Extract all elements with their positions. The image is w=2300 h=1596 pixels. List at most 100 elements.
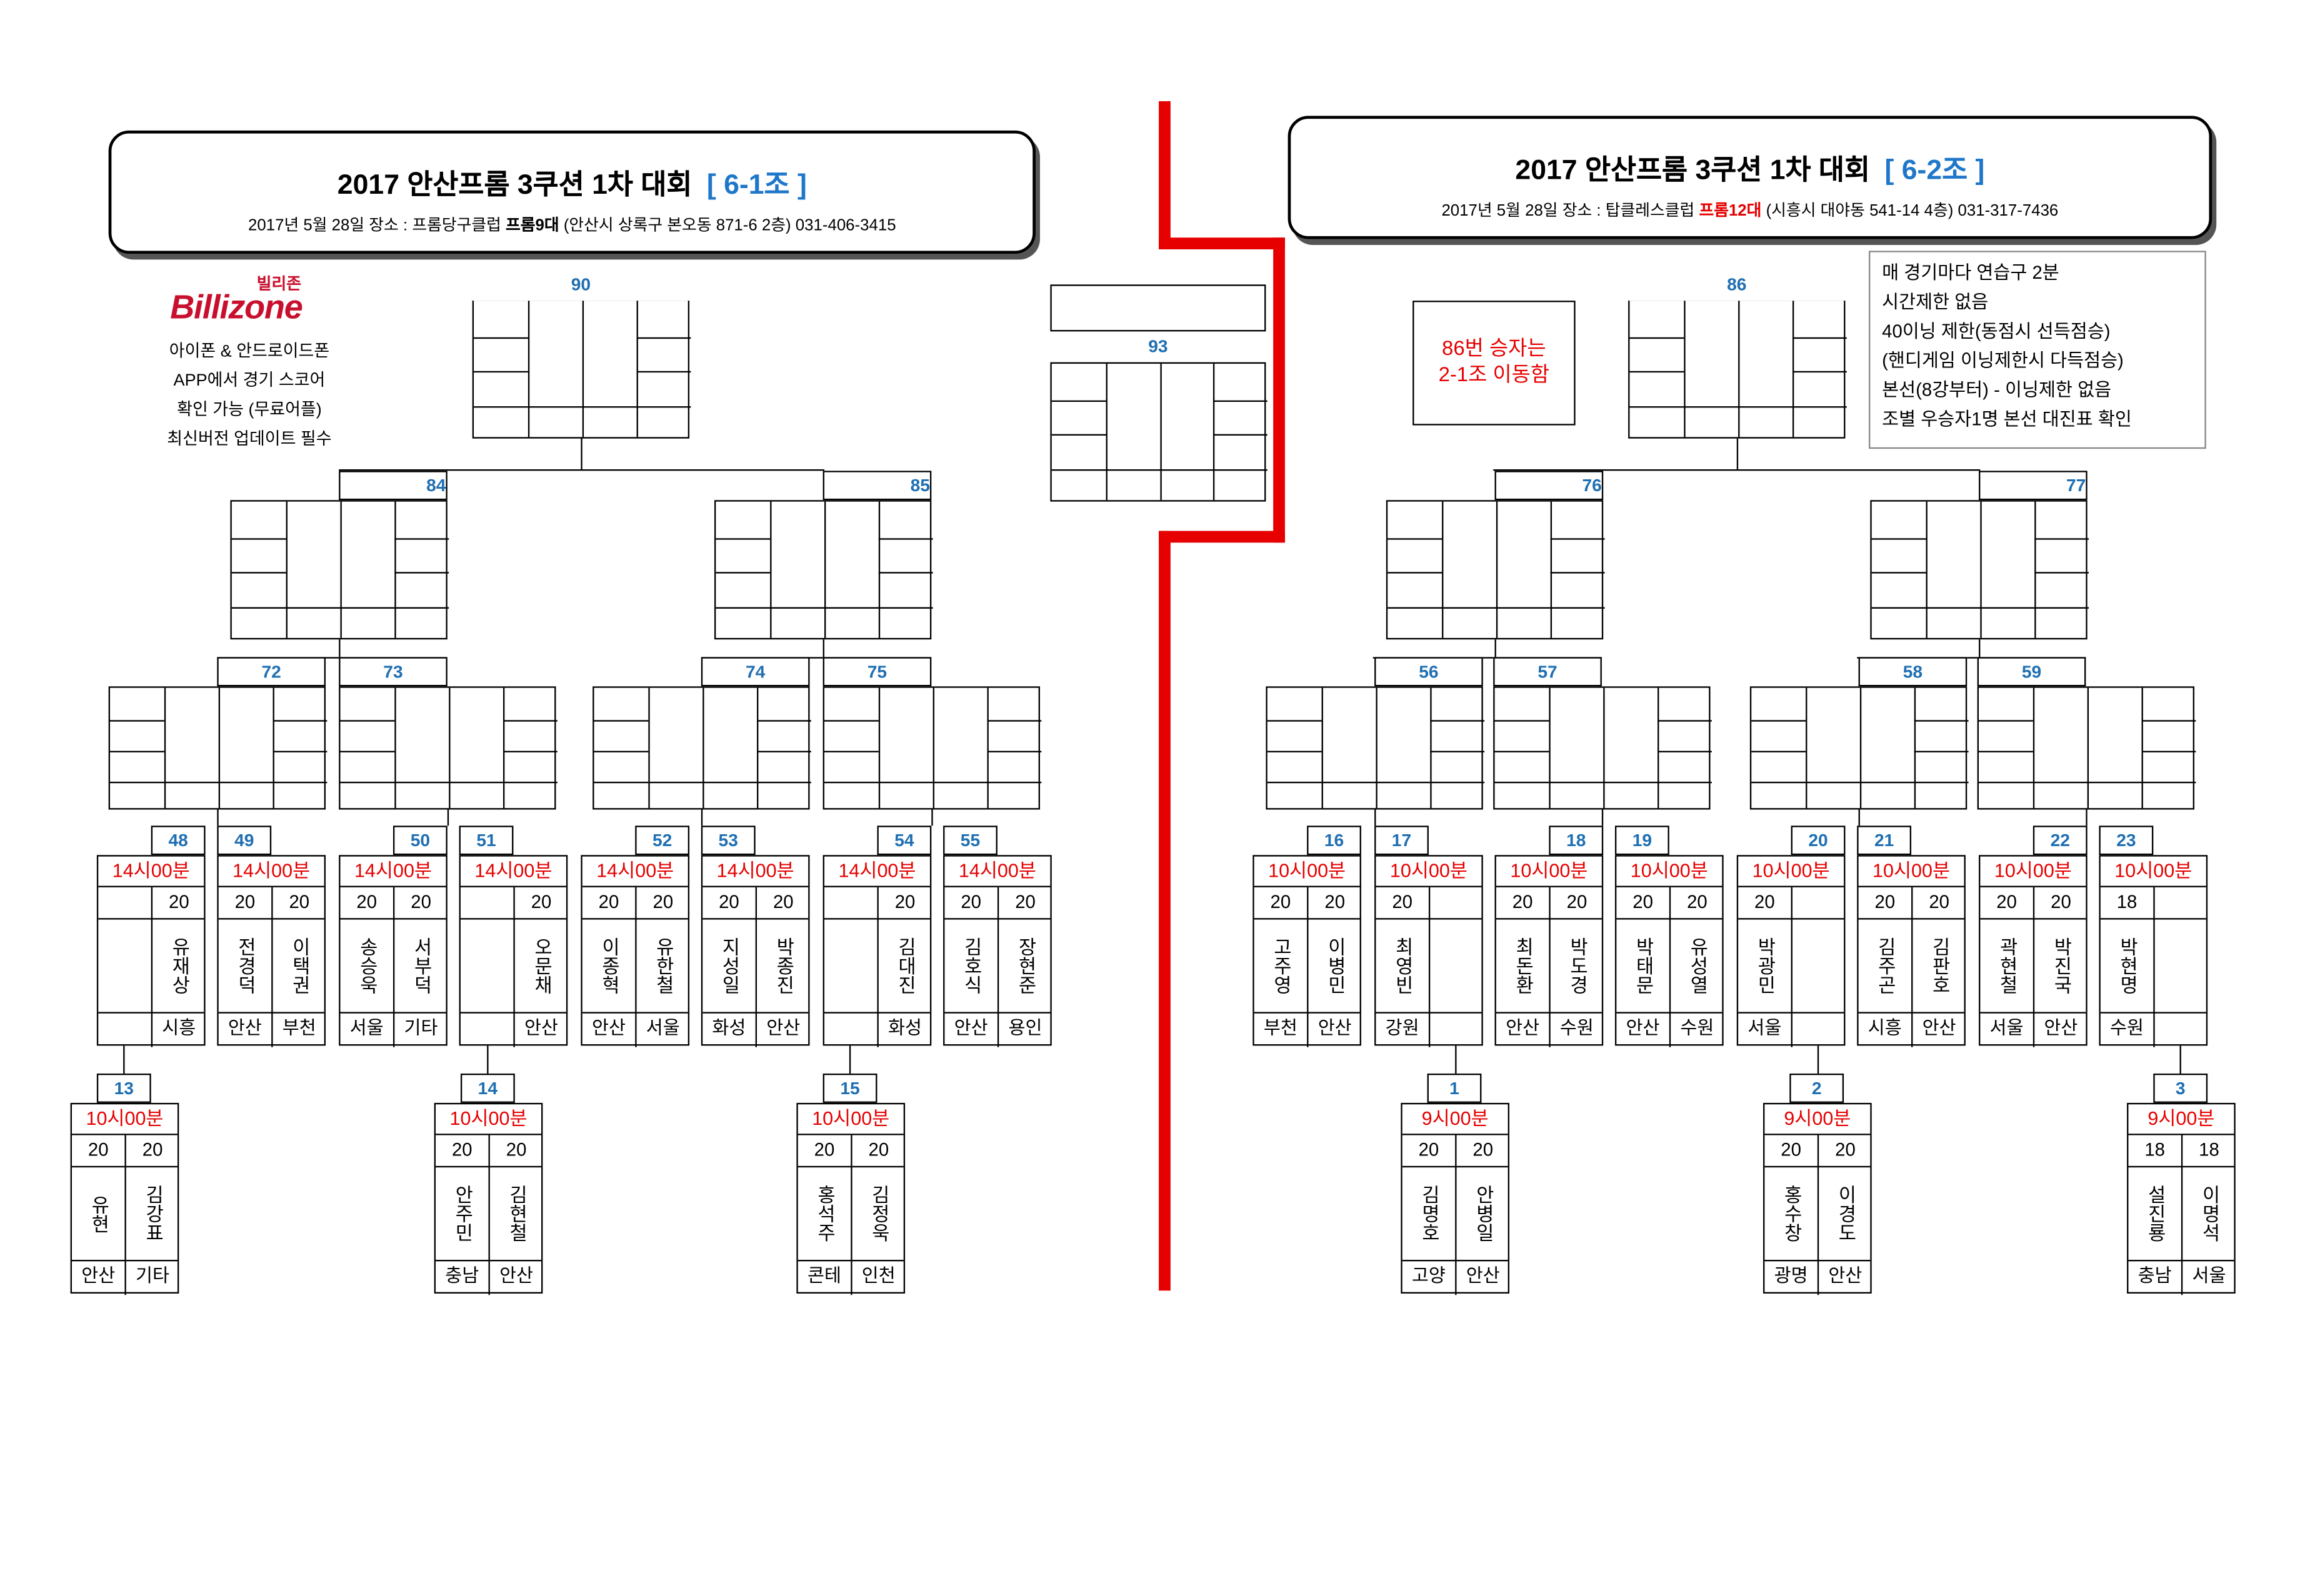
grid-line — [1549, 887, 1551, 1047]
player-name-text: 박도경 — [1566, 937, 1589, 995]
quarter-match-number: 73 — [339, 657, 448, 687]
player-name — [2155, 920, 2208, 1012]
player-region: 광명 — [1774, 1265, 1808, 1287]
grid-line — [716, 538, 771, 540]
quarter-box — [1493, 686, 1712, 810]
player-name-text: 김대진 — [894, 937, 917, 995]
grid-line — [635, 887, 637, 1047]
player-name: 김주곤 — [1859, 920, 1911, 1012]
grid-line — [2034, 607, 2089, 609]
grid-line — [582, 918, 688, 920]
player-region: 서울 — [1748, 1017, 1782, 1039]
grid-line — [392, 887, 395, 1047]
grid-line — [1980, 1012, 2086, 1014]
grid-line — [1603, 687, 1605, 809]
player-region: 안산 — [1506, 1017, 1540, 1039]
player-region: 시흥 — [1868, 1017, 1902, 1039]
grid-line — [1550, 538, 1605, 540]
grid-line — [1402, 1260, 1508, 1262]
grid-line — [757, 781, 811, 784]
player-name-text: 지성일 — [719, 937, 741, 995]
player-handicap — [824, 887, 877, 918]
address-phone: (안산시 상록구 본오동 871-6 2층) 031-406-3415 — [559, 217, 896, 235]
player-name: 장현준 — [999, 920, 1051, 1012]
grid-line — [824, 501, 826, 638]
player-name: 서부덕 — [394, 920, 447, 1012]
header-subtitle: 2017년 5월 28일 장소 : 탑클레스클럽 프롬12대 (시흥시 대야동 … — [1291, 198, 2209, 222]
player-name: 지성일 — [702, 920, 755, 1012]
grid-line — [1629, 406, 1684, 408]
grid-line — [436, 1260, 542, 1262]
player-region: 화성 — [712, 1017, 746, 1039]
grid-line — [1442, 501, 1444, 638]
logo-info-line: 최신버전 업데이트 필수 — [167, 431, 332, 449]
grid-line — [716, 572, 771, 574]
grid-line — [770, 607, 879, 609]
player-region: 수원 — [2110, 1017, 2144, 1039]
grid-line — [1817, 1135, 1819, 1295]
final-box-93 — [1050, 362, 1268, 502]
player-name: 김명호 — [1402, 1167, 1455, 1260]
grid-line — [798, 1165, 904, 1168]
grid-line — [110, 720, 164, 722]
grid-line — [1106, 469, 1213, 471]
player-region: 충남 — [445, 1265, 479, 1287]
player-name: 박현명 — [2101, 920, 2153, 1012]
grid-line — [1764, 1165, 1871, 1168]
match-time: 10시00분 — [1254, 857, 1360, 887]
group-label: [ 6-2조 ] — [1884, 155, 1985, 187]
grid-line — [851, 1135, 852, 1295]
grid-line — [582, 1012, 688, 1014]
player-name: 김대진 — [879, 920, 931, 1012]
grid-line — [164, 781, 273, 784]
grid-line — [2087, 687, 2089, 809]
rule-line: 본선(8강부터) - 이닝제한 없음 — [1882, 379, 2112, 401]
semi-match-number: 85 — [822, 471, 932, 501]
player-handicap: 20 — [289, 891, 310, 912]
grid-line — [1979, 781, 2033, 784]
connector-line — [1494, 639, 1496, 657]
player-name-text: 곽현철 — [1996, 937, 2019, 995]
player-region: 화성 — [888, 1017, 922, 1039]
player-handicap: 20 — [1270, 891, 1291, 912]
grid-line — [1684, 301, 1686, 437]
group-label: [ 6-1조 ] — [706, 170, 807, 201]
player-name: 최돈환 — [1496, 920, 1549, 1012]
grid-line — [702, 1012, 809, 1014]
player-region: 콘테 — [807, 1265, 841, 1287]
player-name: 오문채 — [515, 920, 568, 1012]
red-divider — [1273, 237, 1285, 543]
grid-line — [2141, 781, 2196, 784]
player-handicap: 20 — [1874, 891, 1896, 912]
player-region: 서울 — [646, 1017, 680, 1039]
player-handicap: 20 — [652, 891, 674, 912]
match-time: 14시00분 — [460, 857, 566, 887]
grid-line — [2141, 720, 2196, 722]
grid-line — [272, 781, 328, 784]
grid-line — [394, 781, 504, 784]
player-name-text: 유현 — [88, 1194, 111, 1233]
grid-line — [2141, 687, 2143, 809]
grid-line — [878, 687, 881, 809]
player-handicap: 20 — [1472, 1139, 1494, 1160]
grid-line — [944, 1012, 1051, 1014]
connector-line — [2086, 809, 2088, 826]
player-handicap: 20 — [2051, 891, 2071, 912]
player-handicap: 20 — [1781, 1139, 1801, 1160]
r32-match-number: 2 — [1789, 1073, 1844, 1103]
grid-line — [513, 887, 515, 1047]
grid-line — [1430, 781, 1485, 784]
player-name-text: 오문채 — [531, 937, 553, 995]
grid-line — [1926, 607, 2035, 609]
grid-line — [1254, 1012, 1360, 1014]
grid-line — [1212, 364, 1215, 501]
player-region: 안산 — [1626, 1017, 1660, 1039]
grid-line — [1911, 887, 1913, 1047]
semi-box — [1870, 500, 2089, 640]
player-region — [2155, 1014, 2208, 1046]
grid-line — [878, 781, 988, 784]
